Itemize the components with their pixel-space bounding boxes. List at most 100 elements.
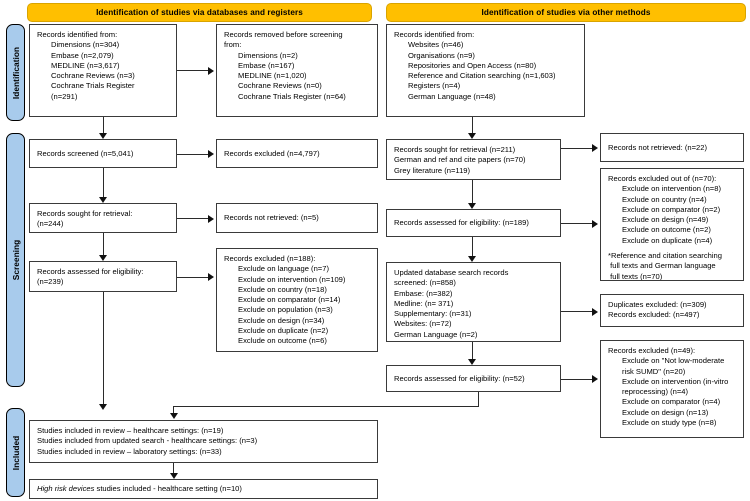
line: Exclude on country (n=4): [622, 194, 707, 204]
arrow-sought-other-to-not-retrieved: [592, 144, 598, 152]
line: Registers (n=4): [408, 81, 461, 91]
connector-assessed-other-to-updated: [471, 237, 473, 258]
line: Exclude on design (n=34): [238, 315, 325, 325]
line: Records removed before screening: [224, 30, 343, 39]
header-band-other-methods: Identification of studies via other meth…: [386, 3, 746, 22]
line: Exclude on design (n=49): [622, 215, 709, 225]
arrow-updated-to-duplicates: [592, 307, 598, 316]
arrow-identified-to-removed: [208, 66, 214, 75]
box-records-excluded-eligibility: Records excluded (n=188): Exclude on lan…: [216, 248, 378, 352]
line: Exclude on study type (n=8): [622, 417, 717, 427]
line: Exclude on language (n=7): [238, 264, 329, 274]
box-records-identified-databases: Records identified from: Dimensions (n=3…: [29, 24, 177, 117]
arrow-sought-to-assessed: [99, 255, 107, 261]
connector-screened-to-excluded: [177, 153, 209, 155]
header-band-databases: Identification of studies via databases …: [27, 3, 372, 22]
line: Grey literature (n=119): [394, 165, 471, 175]
line: Cochrane Trials Register: [51, 81, 135, 91]
line: Embase (n=167): [238, 60, 295, 70]
line: Exclude on comparator (n=4): [622, 397, 721, 407]
arrow-other-identified-to-sought: [468, 133, 476, 139]
line: Records excluded: (n=497): [608, 310, 700, 320]
arrow-sought-to-not-retrieved: [208, 214, 214, 223]
box-records-assessed-updated: Records assessed for eligibility: (n=52): [386, 365, 561, 392]
box-records-not-retrieved-other: Records not retrieved: (n=22): [600, 133, 744, 162]
line: Exclude on design (n=13): [622, 407, 709, 417]
line: Records assessed for eligibility:: [37, 267, 144, 276]
line: Cochrane Reviews (n=3): [51, 71, 135, 81]
line: Records excluded (n=4,797): [224, 148, 320, 158]
line: Embase: (n=382): [394, 288, 453, 298]
line: screened: (n=858): [394, 278, 456, 288]
arrow-assessed-other-to-excluded: [592, 219, 598, 228]
box-records-sought-for-retrieval: Records sought for retrieval: (n=244): [29, 203, 177, 233]
line: Records sought for retrieval (n=211): [394, 145, 516, 154]
arrow-included-to-high-risk: [169, 473, 178, 479]
stage-sidebar-included-label: Included: [10, 435, 21, 470]
line: risk SUMD" (n=20): [622, 366, 686, 376]
connector-screened-to-sought: [102, 168, 104, 199]
connector-right-to-included-vertical-drop: [478, 392, 480, 407]
line: Studies included in review – laboratory …: [37, 446, 222, 456]
line: Supplementary: (n=31): [394, 309, 472, 319]
box-records-identified-other-methods: Records identified from: Websites (n=46)…: [386, 24, 585, 117]
box-records-excluded-other: Records excluded out of (n=70): Exclude …: [600, 168, 744, 281]
line: Exclude on comparator (n=14): [238, 295, 341, 305]
line: Records identified from:: [394, 30, 475, 39]
line: Medline: (n= 371): [394, 298, 454, 308]
line: Records sought for retrieval:: [37, 209, 133, 218]
arrow-sought-other-to-assessed: [468, 203, 476, 209]
box-records-assessed-other: Records assessed for eligibility: (n=189…: [386, 209, 561, 237]
line: reprocessing) (n=4): [622, 387, 689, 397]
arrow-updated-to-assessed-final: [468, 359, 476, 365]
header-band-other-methods-label: Identification of studies via other meth…: [481, 7, 651, 17]
line: Exclude on "Not low-moderate: [622, 356, 725, 366]
line: Dimensions (n=304): [51, 40, 120, 50]
stage-sidebar-identification-label: Identification: [10, 46, 21, 99]
arrow-assessed-other-to-updated: [468, 256, 476, 262]
line: Websites (n=46): [408, 40, 464, 50]
line: Exclude on intervention (in-vitro: [622, 376, 729, 386]
connector-assessed-to-included: [102, 292, 104, 406]
stage-sidebar-screening-label: Screening: [10, 239, 21, 281]
connector-included-to-high-risk: [173, 463, 175, 475]
box-updated-database-search: Updated database search records screened…: [386, 262, 561, 342]
arrow-right-to-included: [169, 413, 178, 419]
line: Exclude on duplicate (n=4): [622, 235, 713, 245]
line: Records not retrieved: (n=22): [608, 142, 707, 152]
line: Websites: (n=72): [394, 319, 452, 329]
high-risk-rest: studies included - healthcare setting (n…: [94, 484, 242, 494]
connector-right-to-included-horizontal: [173, 406, 479, 408]
connector-sought-to-assessed: [102, 233, 104, 257]
line: Exclude on comparator (n=2): [622, 204, 721, 214]
connector-sought-other-to-assessed: [471, 180, 473, 205]
connector-assessed-updated-to-excluded: [561, 378, 593, 380]
line: Records assessed for eligibility: (n=52): [394, 373, 525, 383]
line: (n=239): [37, 277, 64, 287]
line: German and ref and cite papers (n=70): [394, 155, 526, 165]
line: Duplicates excluded: (n=309): [608, 300, 707, 309]
line: Embase (n=2,079): [51, 50, 114, 60]
box-records-assessed-for-eligibility: Records assessed for eligibility: (n=239…: [29, 261, 177, 292]
connector-assessed-to-excluded: [177, 276, 209, 278]
header-band-databases-label: Identification of studies via databases …: [96, 7, 303, 17]
box-duplicates-excluded: Duplicates excluded: (n=309) Records exc…: [600, 294, 744, 327]
line: Exclude on country (n=18): [238, 284, 327, 294]
connector-sought-other-to-not-retrieved: [561, 147, 593, 149]
line: Studies included from updated search - h…: [37, 436, 258, 446]
arrow-identified-to-screened: [99, 133, 107, 139]
arrow-assessed-to-included: [99, 404, 107, 410]
connector-assessed-other-to-excluded: [561, 223, 593, 225]
line: (n=291): [51, 91, 78, 101]
line: Repositories and Open Access (n=80): [408, 60, 537, 70]
line: Records excluded (n=188):: [224, 254, 316, 263]
line: MEDLINE (n=1,020): [238, 71, 307, 81]
connector-other-identified-to-sought: [471, 117, 473, 135]
connector-updated-to-duplicates: [561, 311, 593, 313]
connector-identified-to-removed: [177, 70, 209, 72]
line: Cochrane Trials Register (n=64): [238, 91, 346, 101]
line: Records identified from:: [37, 30, 118, 39]
line: Dimensions (n=2): [238, 50, 298, 60]
arrow-assessed-updated-to-excluded: [592, 375, 598, 383]
line: Records screened (n=5,041): [37, 148, 134, 158]
